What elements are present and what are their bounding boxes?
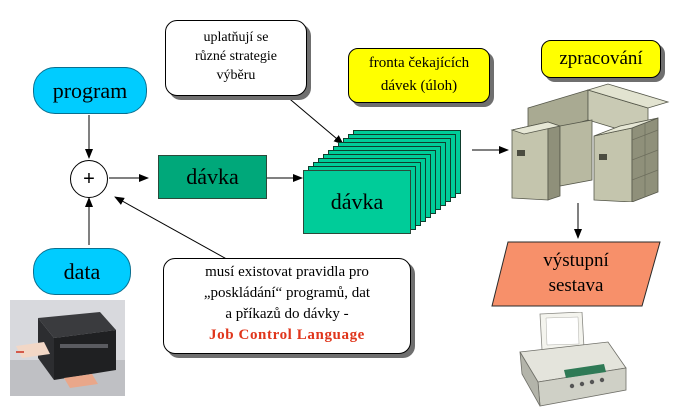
plus-operator: + (70, 160, 108, 198)
strategies-callout: uplatňují se různé strategie výběru (165, 20, 307, 96)
data-node: data (33, 248, 131, 295)
output-line-2: sestava (548, 275, 604, 296)
rules-line-1: musí existovat pravidla pro (205, 264, 369, 280)
batch-stack: dávka (303, 130, 478, 235)
output-node: výstupní sestava (500, 248, 652, 304)
mainframe-icon (510, 83, 670, 202)
queue-line-1: fronta čekajících (368, 55, 470, 71)
card-reader-icon (10, 300, 125, 396)
batch-label: dávka (186, 164, 239, 189)
stack-front-sheet: dávka (303, 170, 411, 234)
processing-label: zpracování (559, 48, 643, 69)
queue-line-2: dávek (úloh) (380, 78, 458, 94)
data-label: data (63, 258, 101, 284)
strategies-line-1: uplatňují se (203, 30, 269, 45)
arrow-strategies-to-queue (284, 94, 344, 145)
arrow-rules-to-plus (114, 196, 233, 263)
stack-label: dávka (330, 189, 384, 214)
rules-line-3: a příkazů do dávky - (225, 306, 349, 322)
processing-callout: zpracování (541, 40, 661, 78)
rules-callout: musí existovat pravidla pro „poskládání“… (163, 258, 411, 354)
printer-icon (519, 312, 627, 407)
output-shape (491, 241, 661, 307)
batch-node: dávka (158, 155, 267, 199)
rules-line-2: „poskládání“ programů, dat (203, 285, 371, 301)
strategies-line-2: různé strategie (194, 49, 277, 64)
strategies-line-3: výběru (216, 68, 256, 83)
program-node: program (33, 67, 147, 114)
jcl-label: Job Control Language (209, 327, 365, 343)
program-label: program (52, 77, 128, 103)
plus-symbol: + (83, 168, 95, 190)
queue-callout: fronta čekajících dávek (úloh) (348, 48, 490, 103)
output-line-1: výstupní (543, 250, 609, 271)
